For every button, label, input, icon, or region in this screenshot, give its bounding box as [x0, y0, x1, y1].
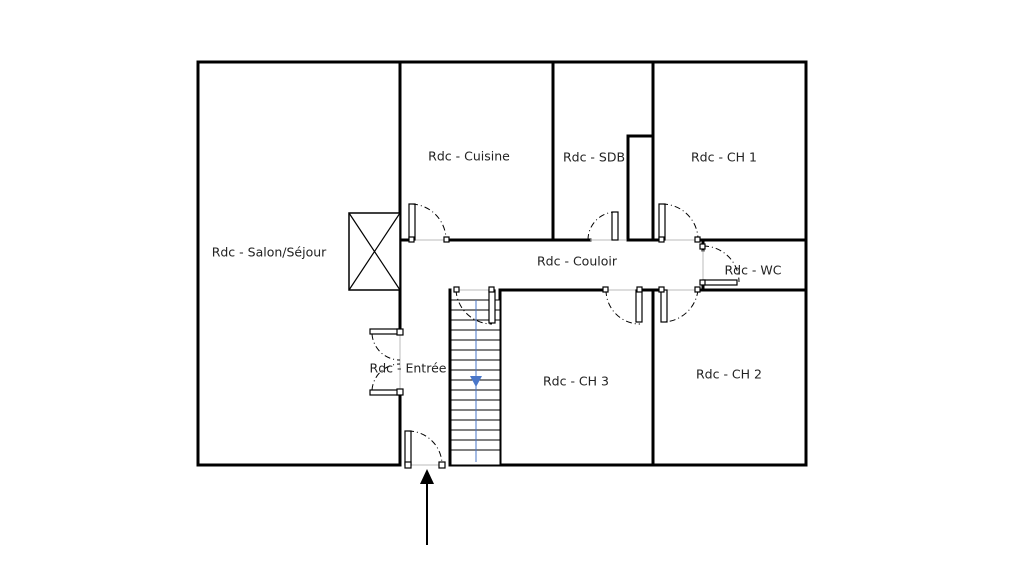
door-stair[interactable] — [453, 286, 496, 325]
room-label-wc: Rdc - WC — [724, 263, 781, 278]
door-wc[interactable] — [699, 243, 740, 286]
door-ch3[interactable] — [602, 286, 643, 325]
door-ch2[interactable] — [658, 286, 701, 323]
door-sdb[interactable] — [587, 211, 626, 241]
room-label-salon: Rdc - Salon/Séjour — [212, 245, 327, 260]
room-label-cuisine: Rdc - Cuisine — [428, 149, 510, 164]
room-label-couloir: Rdc - Couloir — [537, 254, 618, 269]
entrance-arrow — [420, 469, 434, 545]
room-label-sdb: Rdc - SDB — [563, 150, 625, 165]
stair-direction-arrow — [470, 376, 482, 387]
room-label-ch2: Rdc - CH 2 — [696, 367, 762, 382]
room-label-ch1: Rdc - CH 1 — [691, 150, 757, 165]
room-label-ch3: Rdc - CH 3 — [543, 374, 609, 389]
door-entrance[interactable] — [404, 430, 446, 469]
doors[interactable] — [369, 203, 740, 469]
staircase — [450, 299, 501, 466]
door-ch1[interactable] — [658, 203, 701, 243]
door-cuisine[interactable] — [408, 203, 450, 243]
outer-walls — [196, 60, 808, 467]
chimney-box — [348, 212, 401, 291]
door-salon[interactable] — [369, 328, 404, 396]
room-label-entree: Rdc - Entrée — [370, 361, 447, 376]
room-labels: Rdc - Salon/Séjour Rdc - Cuisine Rdc - S… — [212, 149, 782, 389]
